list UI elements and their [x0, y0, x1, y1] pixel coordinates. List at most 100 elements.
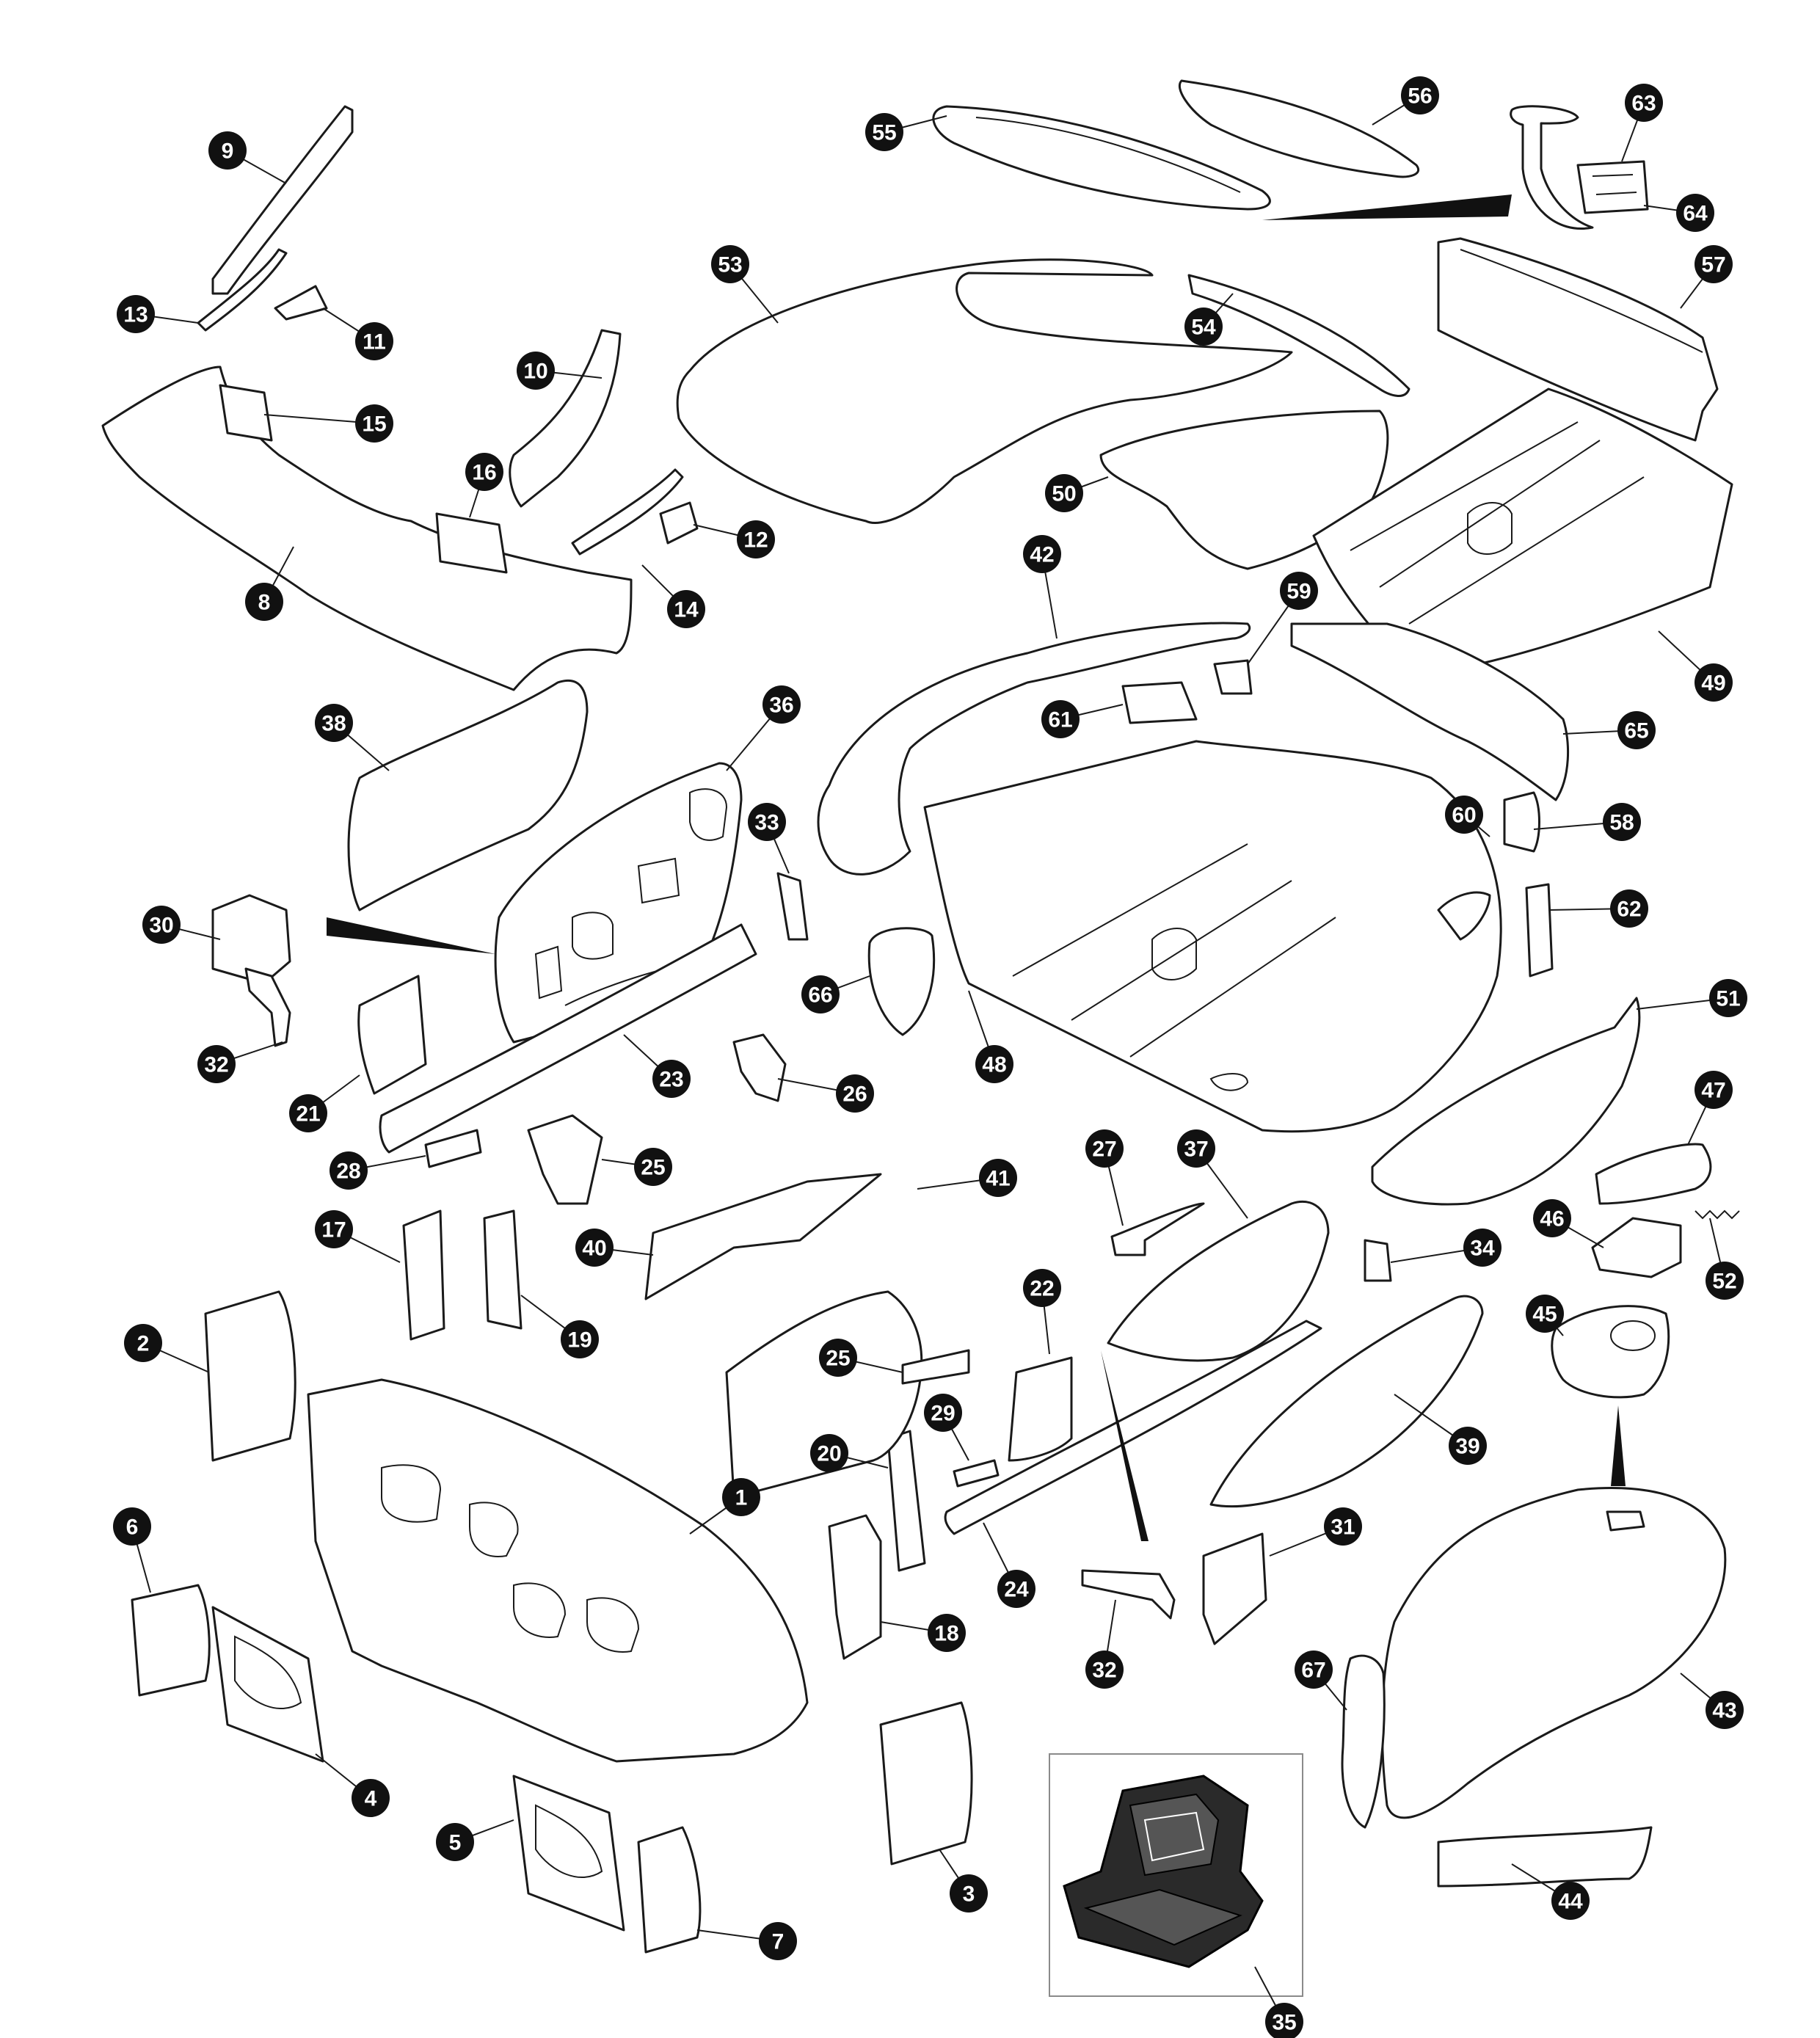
callout-28: 28: [330, 1151, 426, 1190]
callout-number: 1: [735, 1486, 748, 1510]
part-62-shape: [1525, 883, 1554, 978]
callout-15: 15: [263, 404, 393, 443]
callout-39: 39: [1394, 1394, 1487, 1465]
callout-number: 25: [641, 1156, 665, 1180]
callout-badge: [315, 1210, 353, 1248]
callout-badge: [975, 1045, 1013, 1083]
callout-number: 60: [1452, 804, 1476, 828]
callout-65: 65: [1562, 711, 1656, 749]
callout-badge: [762, 685, 801, 724]
callout-37: 37: [1177, 1129, 1248, 1219]
callout-9: 9: [208, 131, 287, 184]
callout-number: 56: [1408, 84, 1432, 109]
callout-number: 53: [718, 253, 742, 277]
inset-box-35: [1049, 1753, 1303, 1997]
part-31-shape: [1202, 1532, 1267, 1645]
callout-18: 18: [880, 1614, 966, 1652]
callout-badge: [113, 1507, 151, 1546]
callout-number: 47: [1701, 1079, 1725, 1103]
callout-48: 48: [968, 990, 1013, 1083]
callout-64: 64: [1643, 194, 1714, 232]
part-32a-shape: [244, 967, 291, 1047]
callout-badge: [1265, 2003, 1303, 2038]
part-2-shape: [204, 1290, 296, 1462]
callout-badge: [928, 1614, 966, 1652]
callout-badge: [1045, 474, 1083, 512]
callout-number: 12: [743, 528, 768, 553]
callout-badge: [1445, 796, 1483, 834]
callout-number: 11: [363, 330, 386, 354]
callout-24: 24: [983, 1522, 1035, 1608]
callout-badge: [289, 1094, 327, 1132]
part-22-shape: [1008, 1356, 1073, 1462]
part-55-shape: [932, 105, 1271, 211]
callout-badge: [436, 1823, 474, 1861]
callout-7: 7: [696, 1922, 797, 1960]
part-15-shape: [219, 384, 273, 442]
callout-badge: [1706, 1262, 1744, 1300]
callout-49: 49: [1658, 630, 1733, 702]
callout-27: 27: [1085, 1129, 1124, 1226]
callout-number: 24: [1004, 1578, 1029, 1602]
callout-number: 26: [842, 1082, 867, 1107]
callout-badge: [355, 322, 393, 360]
callout-number: 39: [1455, 1435, 1479, 1459]
callout-number: 55: [872, 121, 896, 145]
callout-54: 54: [1184, 293, 1234, 346]
part-4-shape: [211, 1606, 324, 1763]
part-60-shape: [1437, 891, 1491, 941]
part-outlines: [101, 79, 1740, 1954]
callout-25: 25: [601, 1148, 672, 1186]
callout-badge: [634, 1148, 672, 1186]
callout-5: 5: [436, 1819, 514, 1861]
callout-number: 58: [1609, 811, 1634, 835]
callout-number: 30: [149, 914, 173, 938]
callout-badge: [355, 404, 393, 443]
callout-23: 23: [623, 1034, 691, 1098]
callout-67: 67: [1295, 1651, 1347, 1711]
callout-30: 30: [142, 906, 221, 944]
callout-badge: [865, 113, 903, 151]
part-64-shape: [1576, 160, 1649, 214]
callout-number: 6: [126, 1515, 139, 1540]
callout-badge: [197, 1045, 236, 1083]
part-67-shape: [1341, 1654, 1386, 1829]
callout-number: 54: [1191, 316, 1216, 340]
part-3-shape: [879, 1701, 973, 1866]
callout-number: 25: [826, 1347, 850, 1371]
callout-62: 62: [1548, 889, 1648, 928]
part-52-shape: [1695, 1209, 1740, 1220]
callout-number: 4: [365, 1787, 377, 1811]
callout-badge: [1401, 76, 1439, 114]
callout-number: 50: [1052, 482, 1076, 506]
callout-number: 28: [336, 1160, 360, 1184]
callout-21: 21: [289, 1074, 360, 1132]
callout-number: 48: [982, 1053, 1006, 1077]
callout-number: 5: [449, 1831, 462, 1855]
callout-badge: [737, 520, 775, 558]
callout-badge: [1603, 803, 1641, 841]
callout-badge: [711, 245, 749, 283]
callout-number: 19: [567, 1328, 592, 1353]
callout-number: 49: [1701, 672, 1725, 696]
callout-badge: [1295, 1651, 1333, 1689]
callout-badge: [1023, 1269, 1061, 1307]
callout-badge: [1695, 1071, 1733, 1109]
callout-number: 16: [472, 461, 496, 485]
callout-53: 53: [711, 245, 779, 324]
callout-badge: [1610, 889, 1648, 928]
part-17-shape: [402, 1209, 445, 1341]
callout-badge: [1551, 1882, 1590, 1920]
callout-badge: [810, 1434, 848, 1472]
callout-number: 61: [1048, 708, 1072, 732]
part-51-shape: [1371, 997, 1641, 1206]
part-1-shape: [307, 1378, 809, 1763]
callout-number: 46: [1540, 1207, 1564, 1231]
callout-badge: [1280, 572, 1318, 610]
callout-number: 18: [934, 1622, 958, 1646]
callout-badge: [330, 1151, 368, 1190]
callout-badge: [575, 1229, 614, 1267]
callout-badge: [352, 1779, 390, 1817]
part-59-shape: [1213, 659, 1253, 695]
